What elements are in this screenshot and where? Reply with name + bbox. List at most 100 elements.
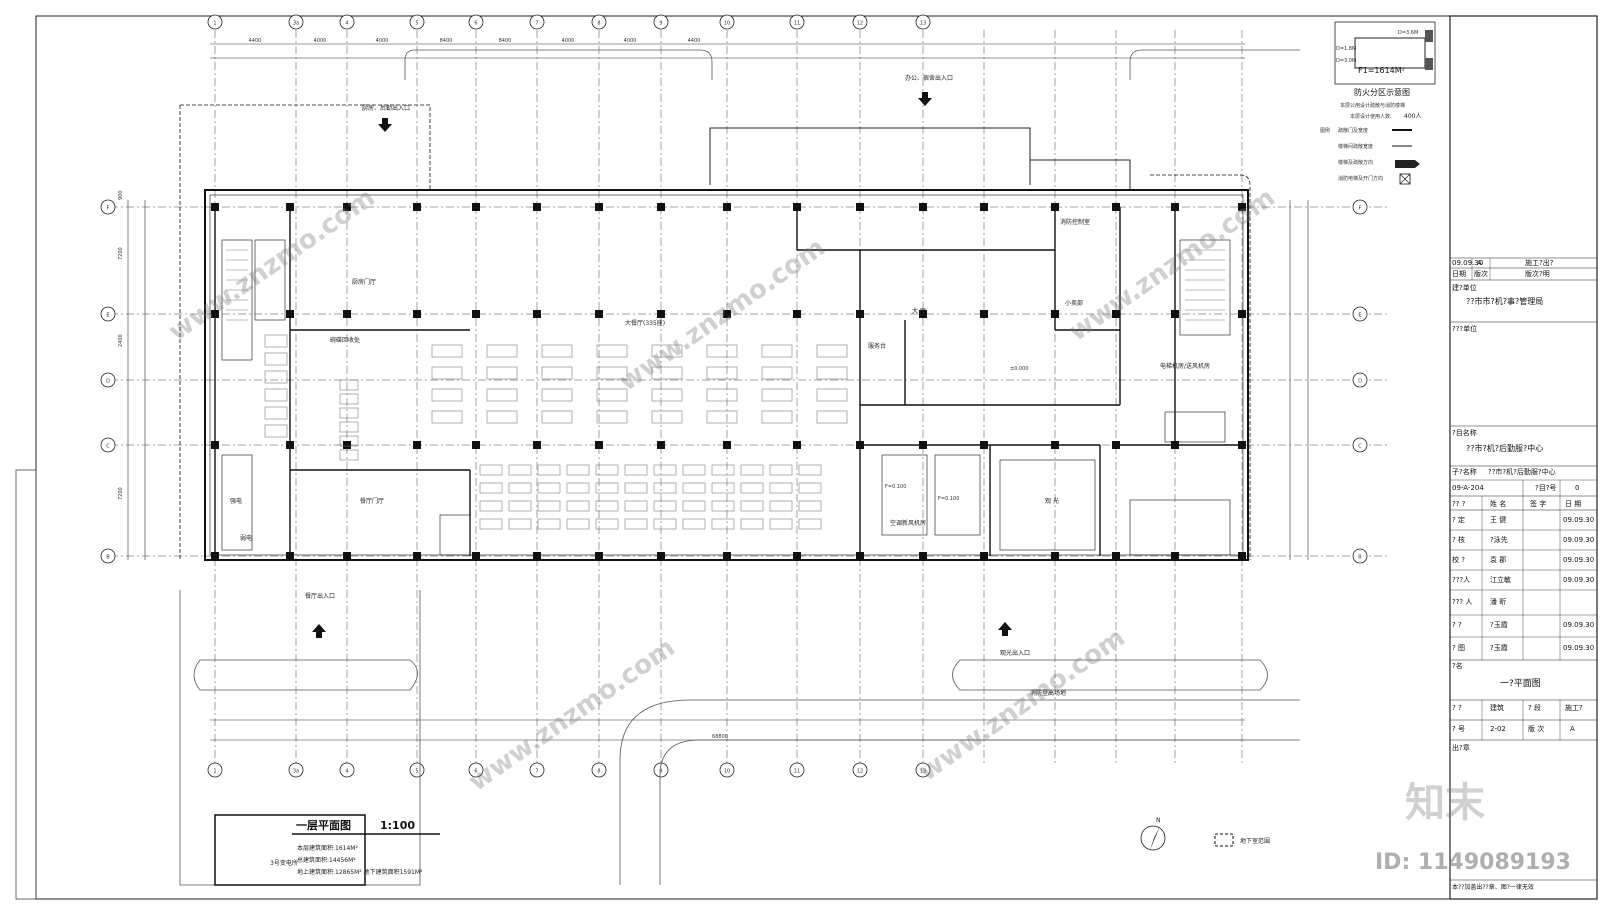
designer-label: ???单位 [1452, 325, 1478, 333]
dining-table [595, 482, 619, 494]
rev-number: A [1477, 259, 1482, 267]
column [1112, 203, 1120, 211]
dining-table [264, 406, 288, 420]
column [1112, 552, 1120, 560]
dining-table [431, 410, 463, 424]
dining-table [769, 464, 793, 476]
dining-table [508, 518, 532, 530]
signer-name: 袁 郡 [1490, 556, 1507, 564]
column [211, 552, 219, 560]
dining-table [264, 424, 288, 438]
dining-table [486, 366, 518, 380]
sign-header-name: 姓 名 [1490, 500, 1507, 508]
watermark-brand: 知末 [1405, 780, 1485, 826]
axis-label: B [1358, 555, 1362, 561]
footer-note: 本??加盖出??章、图?一律无效 [1452, 884, 1534, 891]
axis-bubble [653, 762, 669, 778]
axis-bubble [852, 762, 868, 778]
stage: 施工? [1565, 704, 1583, 712]
dining-table [769, 500, 793, 512]
dining-table [706, 388, 738, 402]
sheet-title: 一?平面图 [1500, 679, 1541, 689]
axis-label: 10 [724, 769, 730, 775]
fire-mini-label-3: D=3.0M [1336, 58, 1356, 64]
axis-bubble [288, 762, 304, 778]
dining-table [682, 518, 706, 530]
dining-table [653, 464, 677, 476]
entrance-kitchen: 厨房、后勤出入口 [362, 104, 410, 112]
dining-tables [264, 334, 848, 530]
column [533, 552, 541, 560]
client-label: 建?单位 [1452, 284, 1477, 292]
discipline: 建筑 [1490, 704, 1504, 712]
axis-bubble [100, 548, 116, 564]
axis-bubble [529, 762, 545, 778]
project-name: ??市?机?后勤服?中心 [1466, 444, 1544, 453]
column [657, 310, 665, 318]
sign-header-signature: 签 字 [1530, 500, 1547, 508]
dining-table [740, 518, 764, 530]
axis-bubble [1352, 548, 1368, 564]
column [1171, 203, 1179, 211]
column [856, 203, 864, 211]
dining-table [682, 482, 706, 494]
axis-label: F [107, 206, 110, 212]
column [472, 310, 480, 318]
column [919, 441, 927, 449]
signer-name: 江立敏 [1490, 576, 1511, 584]
dining-table [541, 410, 573, 424]
axis-label: 9 [659, 769, 662, 775]
subproject-name: ??市?机?后勤服?中心 [1488, 468, 1556, 476]
dining-table [816, 344, 848, 358]
dining-table [479, 500, 503, 512]
axis-bubble [409, 14, 425, 30]
substation-block [214, 814, 366, 886]
column [1112, 310, 1120, 318]
dining-table [596, 410, 628, 424]
dining-table [798, 464, 822, 476]
dining-table [486, 388, 518, 402]
area-stat-3: 地上建筑面积:12865M² 地下建筑面积1591M² [297, 868, 423, 876]
dining-table [339, 407, 359, 419]
dining-table [566, 518, 590, 530]
column [472, 441, 480, 449]
room-ac-fan: 空调新风机房 [890, 519, 926, 527]
room-kitchen-hall: 厨房门厅 [352, 278, 376, 286]
dining-table [264, 334, 288, 348]
column [856, 552, 864, 560]
dining-table [711, 482, 735, 494]
dining-table [486, 410, 518, 424]
signer-date: 09.09.30 [1563, 576, 1595, 584]
dining-table [653, 482, 677, 494]
column [286, 441, 294, 449]
fire-zone-area: F1=1614M² [1358, 66, 1405, 75]
version: A [1570, 725, 1575, 733]
column [472, 552, 480, 560]
column [533, 203, 541, 211]
dimension-left: 7200 [118, 247, 124, 260]
dining-table [596, 388, 628, 402]
column [286, 310, 294, 318]
dining-table [566, 464, 590, 476]
axis-label: 3a [293, 769, 299, 775]
stage-label: ? 段 [1528, 704, 1541, 712]
dining-table [769, 518, 793, 530]
column [413, 552, 421, 560]
axis-bubble [339, 762, 355, 778]
dining-table [651, 366, 683, 380]
column [1171, 552, 1179, 560]
signer-role: ? 定 [1452, 516, 1465, 524]
dimension-label: 4000 [376, 38, 389, 44]
dining-table [711, 518, 735, 530]
axis-label: 12 [857, 21, 863, 27]
fire-mini-label-2: D=1.8M [1336, 46, 1356, 52]
signer-role: ? 图 [1452, 644, 1465, 652]
dining-table [740, 500, 764, 512]
dining-table [339, 449, 359, 461]
column [211, 441, 219, 449]
room-strong-power: 强电 [230, 497, 242, 505]
title-block-frame [1449, 15, 1598, 900]
